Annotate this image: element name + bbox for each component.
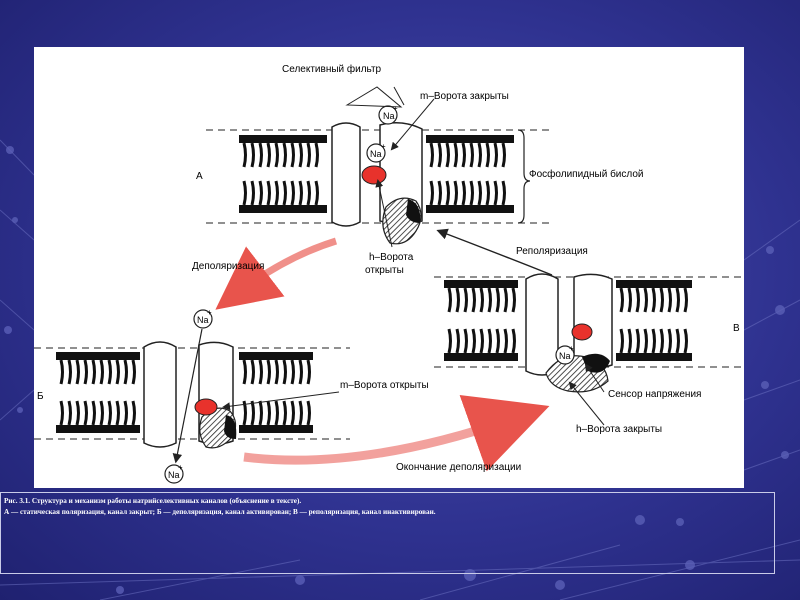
- caption-box: Рис. 3.1. Структура и механизм работы на…: [0, 492, 775, 574]
- label-phospholipid-bilayer: Фосфолипидный бислой: [529, 168, 643, 180]
- svg-text:Na: Na: [197, 315, 209, 325]
- svg-text:+: +: [207, 308, 212, 317]
- figure-panel: Na + Na + Селективный фильтр m–Ворота за…: [34, 47, 744, 488]
- caption-line-2: А — статическая поляризация, канал закры…: [4, 508, 436, 516]
- svg-text:+: +: [569, 344, 574, 353]
- label-m-gate-closed: m–Ворота закрыты: [420, 91, 509, 102]
- svg-text:Na: Na: [383, 111, 395, 121]
- label-state-a: А: [196, 171, 203, 182]
- voltage-sensor-b: [224, 415, 237, 439]
- label-voltage-sensor: Сенсор напряжения: [608, 389, 701, 400]
- voltage-sensor-a: [406, 199, 421, 223]
- label-state-b: Б: [37, 391, 44, 402]
- channel-protein-a-left: [331, 122, 361, 227]
- state-a-channel: Na + Na +: [206, 86, 554, 248]
- m-gate-a: [361, 165, 387, 185]
- label-h-gate-open-line2: открыты: [365, 265, 404, 276]
- label-end-of-depolarization: Окончание деполяризации: [396, 462, 521, 473]
- na-ion-a-lower: Na +: [366, 142, 386, 163]
- bilayer-b-right: [239, 352, 313, 433]
- channel-protein-b-left: [143, 341, 177, 448]
- svg-text:Na: Na: [559, 351, 571, 361]
- channel-protein-c-left: [525, 273, 559, 376]
- label-m-gate-open: m–Ворота открыты: [340, 380, 429, 391]
- m-gate-b: [194, 398, 218, 416]
- na-ion-a-upper: Na +: [378, 104, 398, 125]
- svg-text:Na: Na: [168, 470, 180, 480]
- state-c-channel: Na +: [434, 273, 744, 426]
- arrow-repolarization: [436, 228, 553, 276]
- label-state-c: В: [733, 323, 740, 334]
- caption-line-1: Рис. 3.1. Структура и механизм работы на…: [4, 497, 302, 505]
- bilayer-c-left: [444, 280, 518, 361]
- bilayer-c-right: [616, 280, 692, 361]
- arrow-depolarization: [215, 237, 338, 310]
- bilayer-a-right: [426, 135, 514, 213]
- m-gate-c: [571, 323, 593, 341]
- svg-text:+: +: [393, 104, 398, 113]
- svg-text:Na: Na: [370, 149, 382, 159]
- label-h-gate-open-line1: h–Ворота: [369, 252, 414, 263]
- sodium-channel-diagram: Na + Na + Селективный фильтр m–Ворота за…: [34, 63, 744, 484]
- bilayer-b-left: [56, 352, 140, 433]
- svg-text:+: +: [178, 463, 183, 472]
- state-b-channel: Na + Na +: [34, 308, 350, 484]
- na-ion-c: Na +: [555, 344, 575, 365]
- na-flow-arrow: [172, 328, 203, 464]
- na-ion-b-lower: Na +: [164, 463, 184, 484]
- svg-text:+: +: [381, 142, 386, 151]
- bilayer-a-left: [239, 135, 327, 213]
- arrow-end-of-depolarization: [243, 394, 550, 472]
- na-ion-b-upper: Na +: [193, 308, 213, 329]
- label-repolarization: Реполяризация: [516, 246, 588, 257]
- label-selective-filter: Селективный фильтр: [282, 63, 382, 75]
- label-depolarization: Деполяризация: [192, 261, 264, 272]
- label-h-gate-closed: h–Ворота закрыты: [576, 424, 662, 435]
